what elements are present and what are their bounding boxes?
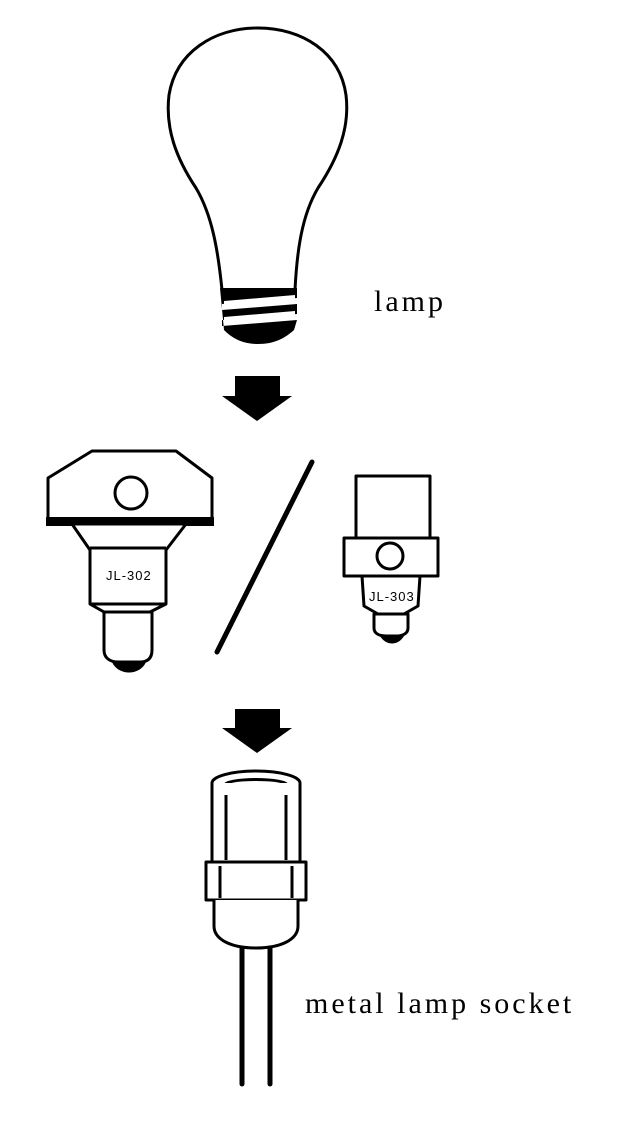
- lamp-socket-icon: [204, 769, 308, 1087]
- socket-label: metal lamp socket: [305, 987, 574, 1020]
- adapter-model-label: JL-303: [369, 589, 415, 604]
- down-arrow-icon: [222, 376, 292, 421]
- adapter-model-label: JL-302: [106, 568, 152, 583]
- down-arrow-icon: [222, 709, 292, 753]
- lamp-label: lamp: [374, 285, 446, 318]
- adapter-jl-303: JL-303: [342, 474, 440, 644]
- adapter-jl-302: JL-302: [46, 449, 214, 673]
- adapter-button-icon: [375, 541, 405, 571]
- divider-slash: [214, 459, 315, 655]
- adapter-button-icon: [113, 475, 149, 511]
- light-bulb-icon: [166, 26, 349, 344]
